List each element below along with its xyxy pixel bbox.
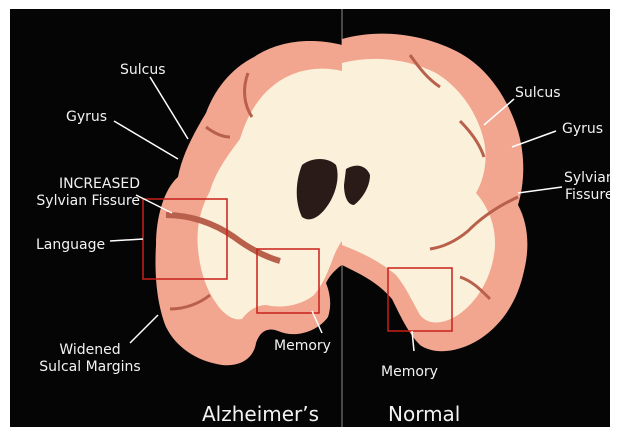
normal-caption: Normal bbox=[388, 402, 460, 426]
memory-label-right: Memory bbox=[381, 364, 438, 381]
sulcus-label-left: Sulcus bbox=[120, 62, 166, 79]
gyrus-leader-left bbox=[114, 121, 178, 159]
normal-hemisphere bbox=[342, 34, 527, 352]
increased-label: INCREASED bbox=[28, 176, 140, 193]
language-leader bbox=[110, 239, 143, 241]
sylvian-leader-right bbox=[518, 187, 562, 193]
sulcus-label-right: Sulcus bbox=[515, 85, 561, 102]
sulcal-margins-leader bbox=[130, 315, 158, 343]
sylvian-label-right: Sylvian bbox=[564, 170, 610, 187]
memory-label-left: Memory bbox=[274, 338, 331, 355]
alzheimers-caption: Alzheimer’s bbox=[202, 402, 319, 426]
sulcus-leader-left bbox=[150, 77, 188, 139]
gyrus-label-left: Gyrus bbox=[66, 109, 107, 126]
sylvian-fissure-label-left: Sylvian Fissure bbox=[10, 193, 140, 210]
diagram-canvas: Sulcus Gyrus INCREASED Sylvian Fissure L… bbox=[10, 9, 610, 427]
widened-label: Widened bbox=[40, 342, 140, 359]
sulcal-margins-label: Sulcal Margins bbox=[32, 359, 148, 376]
language-label: Language bbox=[36, 237, 105, 254]
fissure-label-right: Fissure bbox=[565, 187, 610, 204]
gyrus-label-right: Gyrus bbox=[562, 121, 603, 138]
